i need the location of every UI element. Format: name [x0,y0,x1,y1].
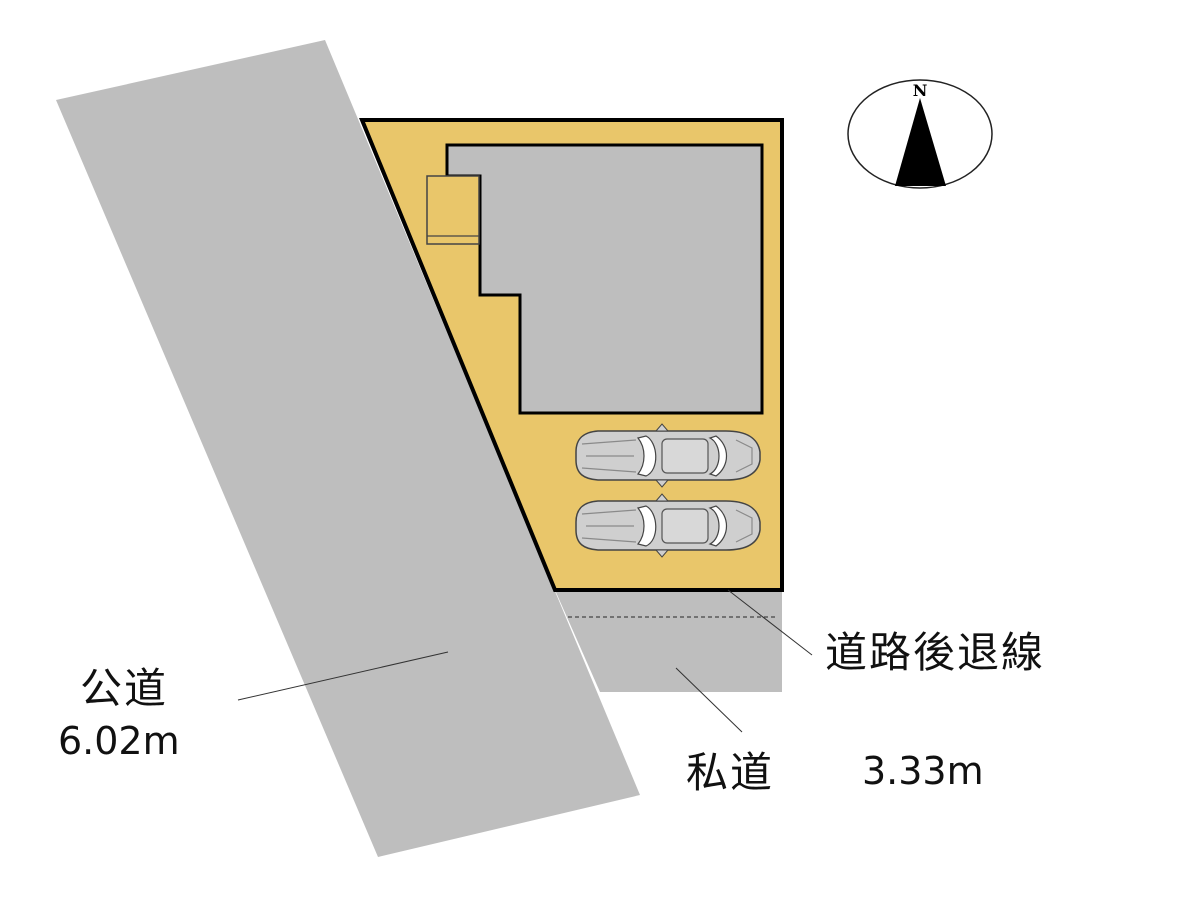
setback-line-label: 道路後退線 [825,628,1046,677]
north-arrow-icon [895,98,946,186]
parked-car-1 [575,423,761,488]
compass-north-label: N [913,81,928,100]
public-road-leader-line [237,651,449,701]
private-road-width: 3.33m [862,749,984,793]
public-road-label: 公道 [80,664,169,713]
entrance-box [426,175,480,245]
setback-leader-line [727,589,813,656]
private-road-label: 私道 [686,748,775,797]
private-road-leader-line [675,667,743,733]
public-road-width: 6.02m [58,719,180,763]
parked-car-2 [575,493,761,558]
private-road [555,590,782,692]
public-road [56,40,640,857]
compass: N [847,79,993,189]
